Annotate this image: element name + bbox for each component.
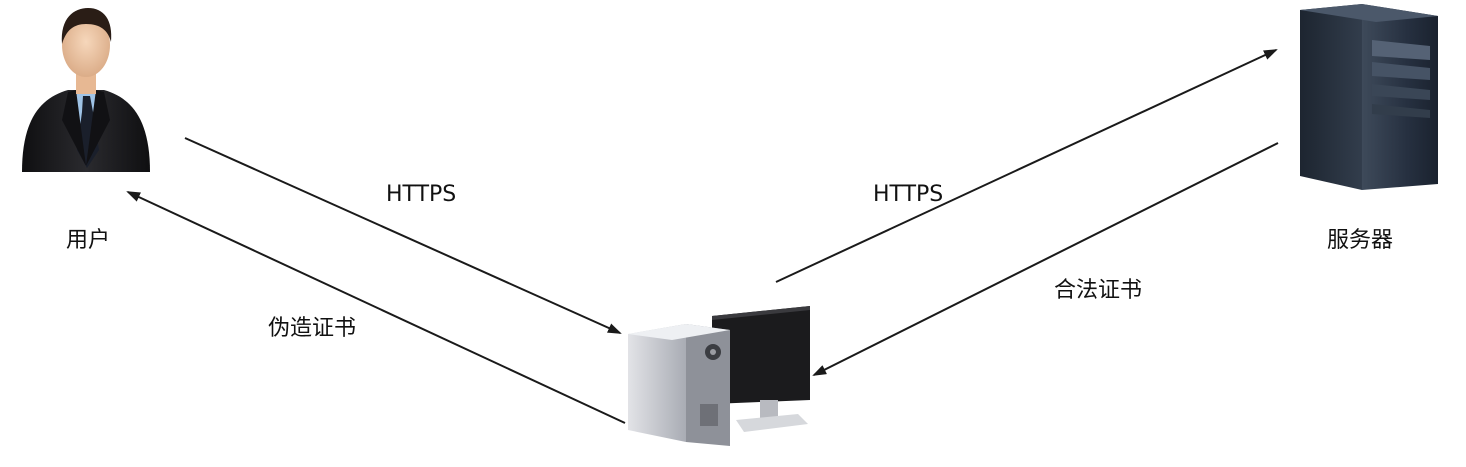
pc-fan-center xyxy=(710,349,716,355)
arrow-attacker-to-server xyxy=(775,49,1278,283)
server-side xyxy=(1300,4,1362,190)
user-head xyxy=(62,13,110,77)
user-neck xyxy=(76,72,96,94)
server-bay-3 xyxy=(1372,84,1430,100)
user-hair xyxy=(61,8,112,44)
arrow-attacker-to-user xyxy=(126,191,626,424)
pc-tower-top xyxy=(628,324,730,340)
user-lapel-right xyxy=(86,90,110,166)
edge-label-attacker-to-server: HTTPS xyxy=(873,182,944,207)
desktop-computer-icon xyxy=(628,306,810,446)
server-bay-1 xyxy=(1372,40,1430,60)
pc-tower-front xyxy=(686,324,730,446)
user-businessman-icon xyxy=(22,8,150,172)
monitor-stand-base xyxy=(736,414,808,432)
user-lapel-left xyxy=(62,90,86,166)
monitor-screen xyxy=(712,306,810,404)
edge-label-user-to-attacker: HTTPS xyxy=(386,182,457,207)
server-tower-icon xyxy=(1300,4,1438,190)
edge-label-server-to-attacker: 合法证书 xyxy=(1054,278,1143,303)
server-bay-4 xyxy=(1372,104,1430,118)
server-top xyxy=(1300,4,1438,22)
pc-tower-side xyxy=(628,324,686,442)
server-bay-2 xyxy=(1372,62,1430,80)
arrow-server-to-attacker xyxy=(812,142,1279,376)
server-label: 服务器 xyxy=(1327,228,1394,253)
arrow-user-to-attacker xyxy=(184,137,622,334)
monitor-bezel-highlight xyxy=(712,306,810,320)
user-label: 用户 xyxy=(66,228,111,253)
edge-label-attacker-to-user: 伪造证书 xyxy=(268,316,357,341)
pc-vent xyxy=(700,404,718,426)
